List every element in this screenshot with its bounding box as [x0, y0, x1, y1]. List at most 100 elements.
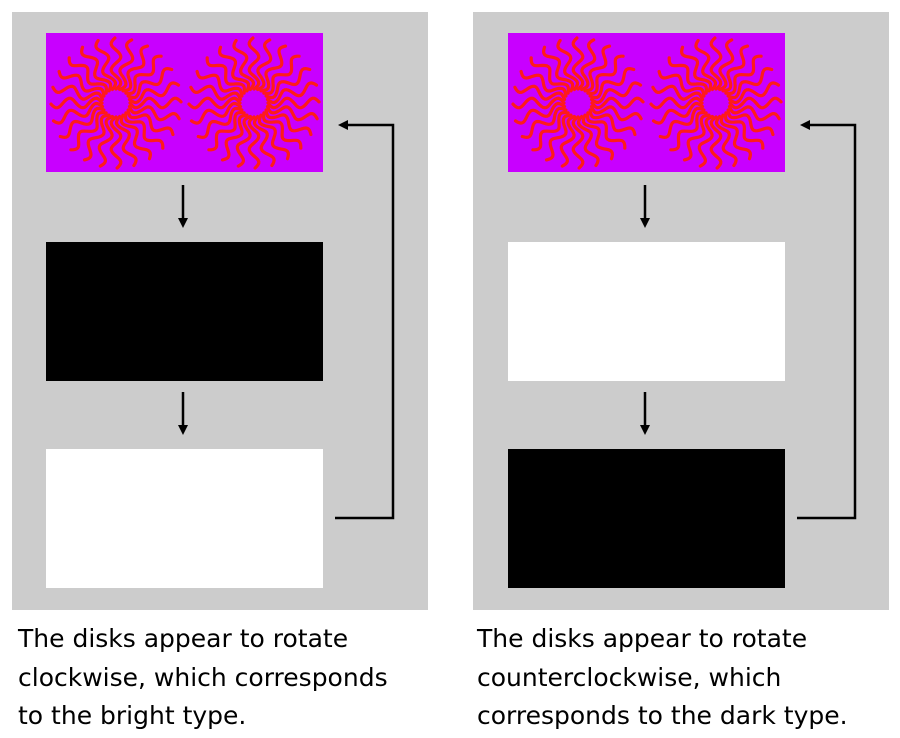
- wavy-ray: [511, 96, 566, 110]
- wavy-ray: [247, 115, 261, 170]
- wavy-ray: [220, 113, 249, 162]
- wavy-ray: [189, 84, 243, 101]
- wavy-ray: [114, 114, 138, 168]
- wavy-ray: [576, 114, 600, 168]
- wavy-ray: [727, 105, 781, 122]
- wavy-ray: [682, 113, 711, 162]
- wavy-ray: [187, 96, 242, 110]
- wavy-ray: [264, 108, 313, 137]
- wavy-ray: [697, 114, 714, 168]
- wavy-ray: [196, 106, 244, 140]
- wavy-ray: [541, 45, 575, 93]
- wavy-ray: [262, 54, 301, 96]
- wavy-ray: [264, 66, 312, 100]
- wavy-ray: [121, 44, 150, 93]
- wavy-ray: [531, 110, 570, 152]
- caption-line: counterclockwise, which: [477, 662, 782, 692]
- wavy-ray: [589, 81, 643, 105]
- wavy-ray: [126, 108, 175, 137]
- wavy-ray: [235, 114, 252, 168]
- wavy-ray: [109, 115, 123, 170]
- wavy-ray: [118, 38, 135, 92]
- wavy-ray: [82, 113, 111, 162]
- wavy-ray: [126, 66, 174, 100]
- wavy-ray: [252, 114, 276, 168]
- wavy-ray: [261, 111, 303, 150]
- dark-frame: [508, 449, 785, 588]
- loop-back-arrow: [797, 120, 857, 520]
- caption-line: The disks appear to rotate: [477, 624, 808, 653]
- wavy-ray: [119, 113, 153, 161]
- wavy-ray: [709, 36, 723, 91]
- wavy-ray: [649, 96, 704, 110]
- wavy-ray: [719, 113, 753, 161]
- bright-frame: [46, 449, 323, 588]
- wavy-ray: [67, 56, 109, 95]
- wavy-ray: [127, 105, 181, 122]
- left-caption: The disks appear to rotate clockwise, whi…: [18, 620, 388, 736]
- wavy-ray: [586, 54, 625, 96]
- wavy-ray: [97, 114, 114, 168]
- wavy-ray: [265, 105, 319, 122]
- wavy-ray: [195, 69, 244, 98]
- wavy-ray: [256, 38, 273, 92]
- wavy-ray: [57, 69, 106, 98]
- wavy-ray: [123, 111, 165, 150]
- wavy-ray: [217, 45, 251, 93]
- caption-line: The disks appear to rotate: [18, 624, 349, 653]
- wavy-ray: [679, 45, 713, 93]
- wavy-ray: [205, 56, 247, 95]
- wavy-ray: [727, 81, 781, 105]
- wavy-ray: [266, 96, 321, 110]
- wavy-ray: [128, 96, 183, 110]
- wavy-ray: [520, 106, 568, 140]
- wavy-ray: [513, 84, 567, 101]
- wavy-ray: [694, 38, 718, 92]
- wavy-ray: [58, 106, 106, 140]
- wavy-ray: [247, 36, 261, 91]
- wavy-ray: [544, 113, 573, 162]
- wavy-ray: [51, 84, 105, 101]
- wavy-ray: [718, 38, 735, 92]
- wavy-ray: [257, 113, 291, 161]
- wavy-ray: [651, 84, 705, 101]
- wavy-ray: [127, 81, 181, 105]
- wavy-ray: [589, 105, 643, 122]
- caption-line: corresponds to the dark type.: [477, 701, 848, 730]
- loop-back-arrow: [335, 120, 395, 520]
- wavy-ray: [585, 111, 627, 150]
- wavy-ray: [721, 44, 750, 93]
- wavy-ray: [726, 66, 774, 100]
- wavy-ray: [709, 115, 723, 170]
- wavy-ray: [559, 114, 576, 168]
- right-caption: The disks appear to rotate counterclockwi…: [477, 620, 848, 736]
- wavy-ray: [556, 38, 580, 92]
- wavy-ray: [109, 36, 123, 91]
- wavy-ray: [657, 69, 706, 98]
- wavy-ray: [651, 101, 705, 125]
- wavy-ray: [51, 101, 105, 125]
- wavy-ray: [728, 96, 783, 110]
- wavy-ray: [94, 38, 118, 92]
- dark-frame: [46, 242, 323, 381]
- wavy-ray: [669, 110, 708, 152]
- wavy-ray: [265, 81, 319, 105]
- wavy-ray: [207, 110, 246, 152]
- wavy-ray: [69, 110, 108, 152]
- wavy-ray: [259, 44, 288, 93]
- wavy-ray: [571, 36, 585, 91]
- caption-line: clockwise, which corresponds: [18, 662, 388, 692]
- wavy-ray: [529, 56, 571, 95]
- wavy-ray: [590, 96, 645, 110]
- wavy-ray: [124, 54, 163, 96]
- wavy-ray: [658, 106, 706, 140]
- wavy-ray: [588, 108, 637, 137]
- wavy-ray: [189, 101, 243, 125]
- wavy-ray: [726, 108, 775, 137]
- wavy-ray: [588, 66, 636, 100]
- wavy-ray: [49, 96, 104, 110]
- wavy-ray: [723, 111, 765, 150]
- wavy-ray: [571, 115, 585, 170]
- wavy-ray: [79, 45, 113, 93]
